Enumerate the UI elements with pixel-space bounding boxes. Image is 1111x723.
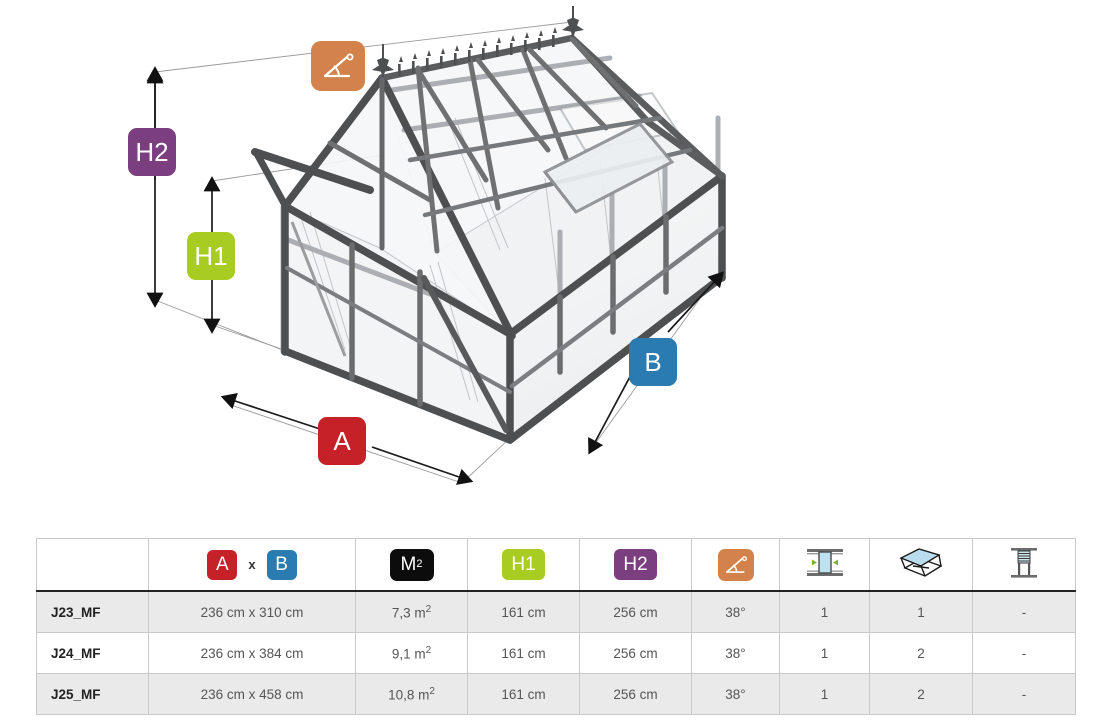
diagram-label-b: B (629, 338, 677, 386)
cell-door: 1 (779, 632, 870, 674)
cell-angle: 38° (691, 673, 780, 715)
header-badge-a: A (207, 549, 238, 580)
header-door (779, 538, 870, 592)
header-badge-b: B (266, 549, 297, 580)
table-row: J24_MF 236 cm x 384 cm 9,1 m2 161 cm 256… (36, 632, 1076, 674)
diagram-label-h1-text: H1 (194, 241, 228, 271)
cell-h2: 256 cm (579, 673, 692, 715)
cell-roof-window: 1 (869, 590, 973, 633)
header-badge-h1: H1 (502, 549, 545, 580)
cell-roof-window: 2 (869, 673, 973, 715)
ridge-cresting (372, 6, 584, 78)
cell-area-value: 7,3 m (391, 605, 426, 621)
header-h2: H2 (579, 538, 692, 592)
greenhouse-illustration (146, 6, 726, 485)
cell-area-sup: 2 (429, 685, 435, 697)
cell-door: 1 (779, 590, 870, 633)
header-roof-angle (691, 538, 780, 592)
header-multiply-sign: x (248, 557, 256, 572)
header-louvre (972, 538, 1076, 592)
cell-dimensions: 236 cm x 458 cm (148, 673, 356, 715)
cell-area: 10,8 m2 (355, 673, 468, 715)
cell-angle: 38° (691, 590, 780, 633)
cell-model: J24_MF (36, 632, 149, 674)
roof-window-icon (895, 546, 947, 583)
table-body: J23_MF 236 cm x 310 cm 7,3 m2 161 cm 256… (36, 590, 1076, 715)
greenhouse-frame (281, 74, 726, 444)
cell-h2: 256 cm (579, 590, 692, 633)
diagram-label-a: A (318, 417, 366, 465)
diagram-label-a-text: A (333, 426, 351, 456)
diagram-label-h2: H2 (128, 128, 176, 176)
greenhouse-model (251, 6, 726, 444)
cell-area-value: 9,1 m (391, 646, 426, 662)
header-roof-window (869, 538, 973, 592)
cell-h2: 256 cm (579, 632, 692, 674)
louvre-vent-icon (1008, 545, 1040, 584)
header-h1: H1 (467, 538, 580, 592)
cell-model: J23_MF (36, 590, 149, 633)
cell-angle: 38° (691, 632, 780, 674)
cell-h1: 161 cm (467, 632, 580, 674)
header-badge-m2-sup: 2 (416, 558, 423, 570)
cell-louvre: - (972, 632, 1076, 674)
cell-area-sup: 2 (425, 603, 432, 615)
cell-h1: 161 cm (467, 673, 580, 715)
roof-window-3d (542, 122, 675, 214)
sliding-door-icon (803, 546, 847, 583)
table-row: J23_MF 236 cm x 310 cm 7,3 m2 161 cm 256… (36, 590, 1076, 633)
header-badge-m2-text: M (400, 554, 417, 575)
cell-area: 9,1 m2 (355, 632, 468, 674)
header-model (36, 538, 149, 592)
cell-louvre: - (972, 590, 1076, 633)
diagram-label-h2-text: H2 (135, 137, 169, 167)
header-badge-h2: H2 (614, 549, 657, 580)
cell-louvre: - (972, 673, 1076, 715)
roof-angle-icon (311, 41, 365, 91)
greenhouse-diagram: H2 H1 A B (128, 6, 726, 485)
cell-door: 1 (779, 673, 870, 715)
diagram-label-b-text: B (644, 347, 662, 377)
cell-area-sup: 2 (425, 644, 432, 656)
cell-h1: 161 cm (467, 590, 580, 633)
cell-model: J25_MF (36, 673, 149, 715)
diagram-label-h1: H1 (187, 232, 235, 280)
cell-area: 7,3 m2 (355, 590, 468, 633)
roof-angle-icon (717, 548, 754, 581)
header-dimensions: A x B (148, 538, 356, 592)
cell-dimensions: 236 cm x 384 cm (148, 632, 356, 674)
cell-roof-window: 2 (869, 632, 973, 674)
table-row: J25_MF 236 cm x 458 cm 10,8 m2 161 cm 25… (36, 673, 1076, 715)
cell-area-value: 10,8 m (388, 687, 430, 703)
cell-dimensions: 236 cm x 310 cm (148, 590, 356, 633)
